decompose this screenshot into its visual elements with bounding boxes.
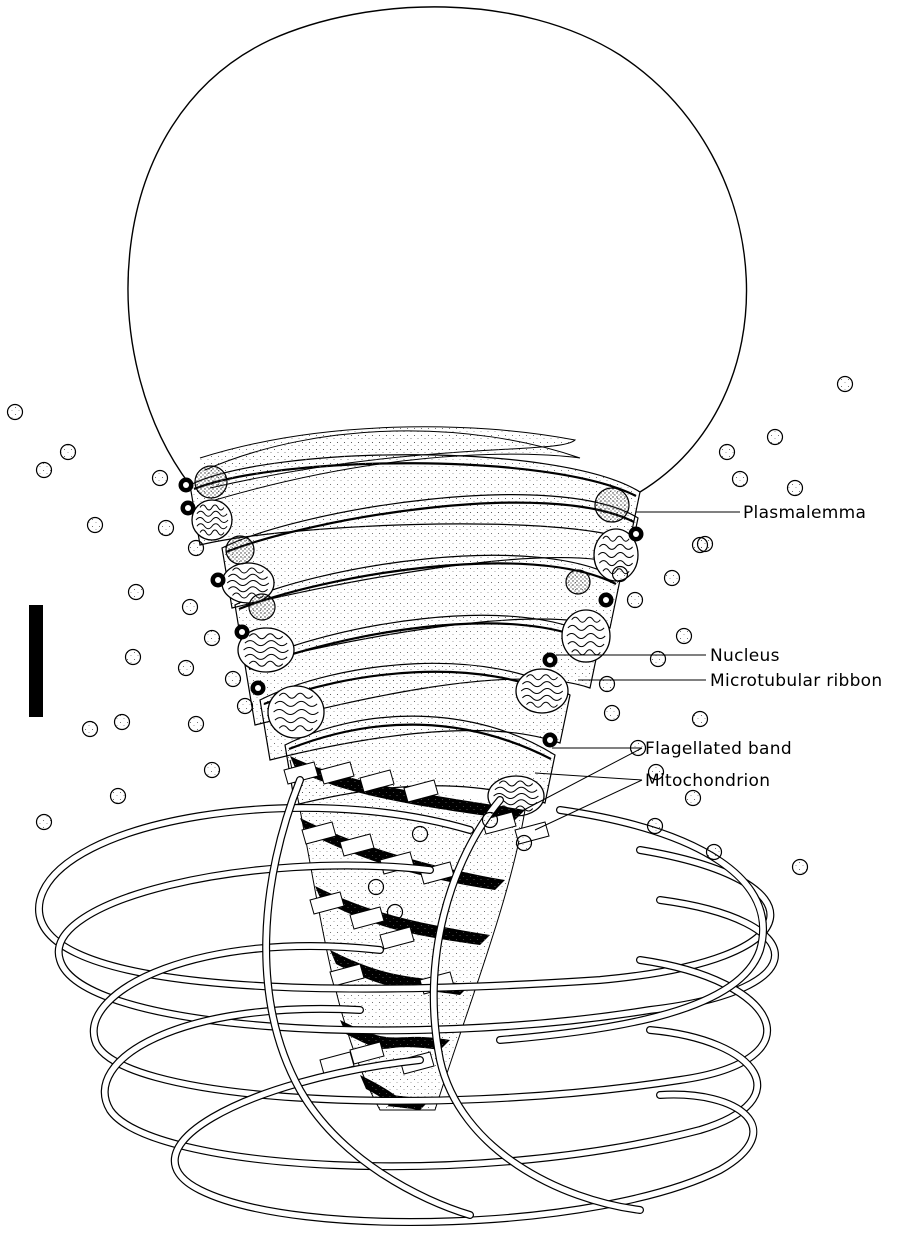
particle	[189, 541, 204, 556]
particle	[517, 836, 532, 851]
particle	[61, 445, 76, 460]
particle	[129, 585, 144, 600]
particle	[613, 567, 628, 582]
flagellated-band-label: Flagellated band	[645, 739, 792, 759]
particle	[88, 518, 103, 533]
particle	[205, 631, 220, 646]
flagellum-outer	[500, 810, 763, 1040]
scale-bar	[29, 605, 43, 717]
particle	[413, 827, 428, 842]
particle	[788, 481, 803, 496]
particle	[126, 650, 141, 665]
particle	[686, 791, 701, 806]
dark-granule-center	[255, 685, 261, 691]
particle	[733, 472, 748, 487]
dark-granule-center	[547, 737, 553, 743]
dark-granule-center	[633, 531, 639, 537]
particle	[628, 593, 643, 608]
particle	[115, 715, 130, 730]
particle	[238, 699, 253, 714]
particle	[205, 763, 220, 778]
flagellum-inner	[500, 810, 763, 1040]
dark-granule-center	[603, 597, 609, 603]
particle	[677, 629, 692, 644]
dark-granule-center	[183, 482, 189, 488]
particle	[838, 377, 853, 392]
mitochondrion-label: Mitochondrion	[645, 771, 770, 791]
nucleus	[595, 488, 629, 522]
particle	[37, 463, 52, 478]
particle	[698, 537, 713, 552]
dark-granule-center	[215, 577, 221, 583]
particle	[369, 880, 384, 895]
particle	[153, 471, 168, 486]
cell-body-outline	[128, 7, 746, 492]
particle	[707, 845, 722, 860]
plasmalemma-label: Plasmalemma	[743, 503, 866, 523]
particle	[183, 600, 198, 615]
particle	[483, 813, 498, 828]
particle	[179, 661, 194, 676]
particle	[83, 722, 98, 737]
particle	[226, 672, 241, 687]
particle	[793, 860, 808, 875]
particle	[388, 905, 403, 920]
particle	[600, 677, 615, 692]
nucleus	[249, 594, 275, 620]
particle	[8, 405, 23, 420]
dark-granule-center	[239, 629, 245, 635]
flagella-group	[39, 756, 775, 1222]
particle	[720, 445, 735, 460]
nucleus	[566, 570, 590, 594]
dark-granule-center	[185, 505, 191, 511]
particle	[651, 652, 666, 667]
particle	[37, 815, 52, 830]
particle	[693, 712, 708, 727]
particle	[605, 706, 620, 721]
nucleus-label: Nucleus	[710, 646, 780, 666]
particle	[159, 521, 174, 536]
particle	[111, 789, 126, 804]
particle	[768, 430, 783, 445]
nucleus	[226, 536, 254, 564]
microtubular-ribbon-label: Microtubular ribbon	[710, 671, 882, 691]
particle	[648, 819, 663, 834]
nucleus	[195, 466, 227, 498]
particle	[189, 717, 204, 732]
particle	[665, 571, 680, 586]
dark-granule-center	[547, 657, 553, 663]
